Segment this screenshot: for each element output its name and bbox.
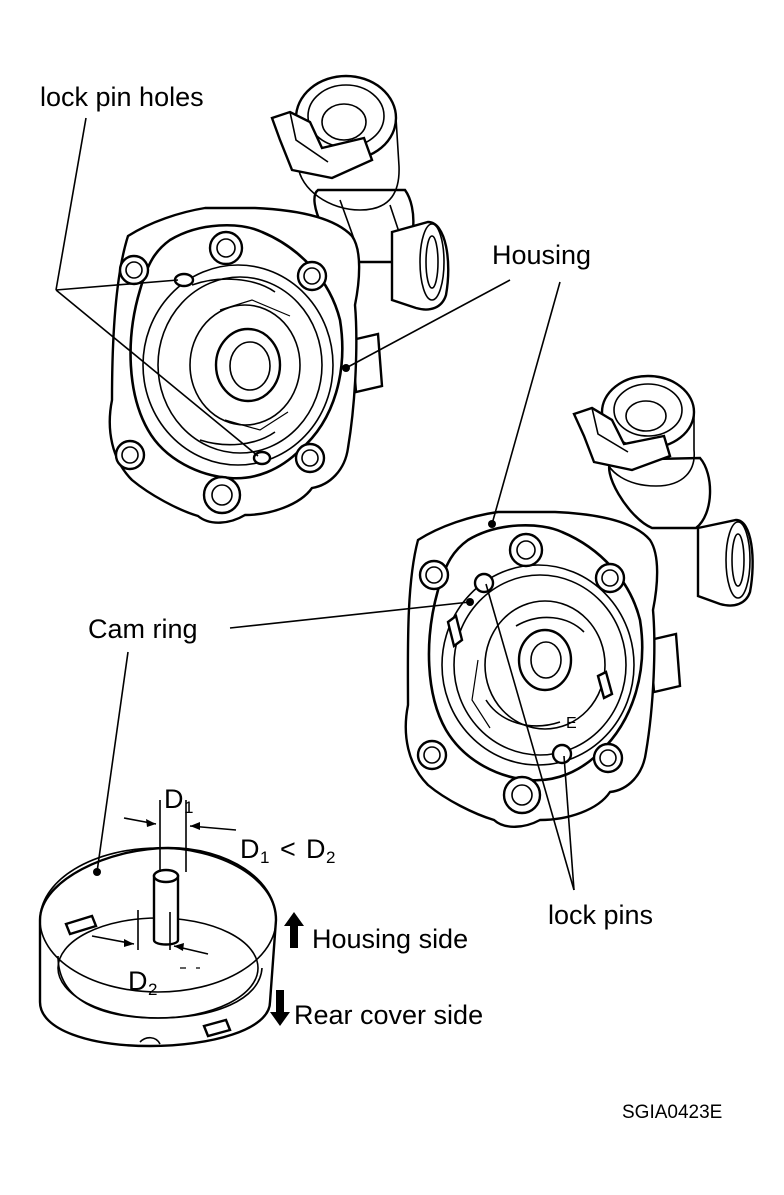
label-lock-pins: lock pins xyxy=(548,900,653,930)
bolt-bosses-assembled xyxy=(416,532,626,815)
label-d1-sub: 1 xyxy=(184,798,193,817)
outlet-fitting-assembled xyxy=(572,374,712,530)
d2-dimension xyxy=(91,910,209,969)
label-compare-d2-sub: 2 xyxy=(326,848,335,867)
housing-side-arrow xyxy=(284,912,304,948)
label-lock-pin-holes: lock pin holes xyxy=(40,82,204,112)
label-compare-d1-sub: 1 xyxy=(260,848,269,867)
leader-lock-pin-hole-1 xyxy=(55,279,179,291)
label-compare-op: < xyxy=(280,834,296,864)
leader-lock-pin-1 xyxy=(485,583,575,891)
rear-cover-side-arrow xyxy=(270,990,290,1026)
cam-ring-detail xyxy=(38,800,278,1048)
label-compare-d2: D xyxy=(306,834,326,864)
pump-housing-top xyxy=(108,74,450,524)
leader-housing-assembled xyxy=(491,281,561,525)
lock-pins-assembled xyxy=(473,572,573,765)
d1-dimension xyxy=(123,817,237,831)
inlet-boss-assembled xyxy=(696,518,754,607)
label-rear-cover-side: Rear cover side xyxy=(294,1000,483,1030)
label-cam-ring: Cam ring xyxy=(88,614,198,644)
pump-bore-top xyxy=(142,264,334,466)
inlet-boss-top xyxy=(390,220,450,311)
label-d2-main: D xyxy=(128,966,148,996)
label-d2-sub: 2 xyxy=(148,980,157,999)
lock-pin-in-ring xyxy=(152,800,187,946)
label-compare-d1: D xyxy=(240,834,260,864)
leader-lock-pin-2 xyxy=(563,755,575,891)
leader-cam-ring-detail xyxy=(96,651,129,873)
label-d1-main: D xyxy=(164,784,184,814)
label-housing-side: Housing side xyxy=(312,924,468,954)
leader-lines xyxy=(55,117,575,891)
gasket-outline-top xyxy=(129,224,344,480)
cam-ring-installed xyxy=(441,564,635,766)
pump-housing-assembled: E xyxy=(404,374,754,828)
label-housing: Housing xyxy=(492,240,591,270)
e-mark: E xyxy=(566,715,577,732)
leader-cam-ring-assembled xyxy=(229,601,471,629)
bolt-bosses-top xyxy=(114,230,328,515)
leader-housing-top xyxy=(345,279,511,369)
leader-lock-pin-hole-2 xyxy=(55,289,259,457)
leader-lock-pin-holes xyxy=(55,117,87,291)
figure-code: SGIA0423E xyxy=(622,1102,722,1123)
gasket-outline-assembled xyxy=(427,524,644,782)
